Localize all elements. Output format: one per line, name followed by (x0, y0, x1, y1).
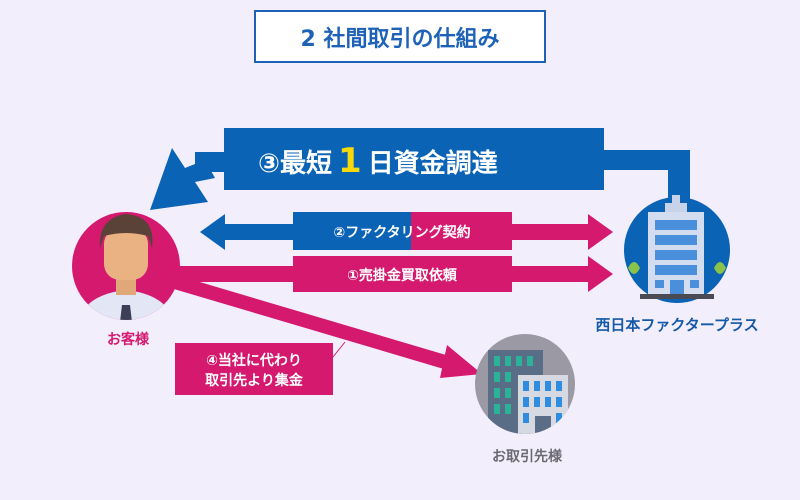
client-building-icon (475, 334, 575, 434)
company-label: 西日本ファクタープラス (595, 316, 758, 334)
step2-label: ②ファクタリング契約 (333, 224, 470, 241)
step1-label: ①売掛金買取依頼 (347, 267, 458, 284)
company-building-icon (624, 195, 730, 303)
step3-label-suffix: 日資金調達 (368, 148, 498, 179)
title-box: 2 社間取引の仕組み (254, 10, 546, 63)
step2-arrow: ②ファクタリング契約 (200, 212, 613, 250)
step3-label-number: 1 (338, 141, 362, 181)
customer-avatar-icon (72, 212, 180, 320)
step3-label-prefix: ③最短 (258, 149, 332, 179)
step1-arrow: ①売掛金買取依頼 (170, 256, 613, 292)
page-title: 2 社間取引の仕組み (301, 26, 500, 52)
customer-label: お客様 (107, 331, 150, 348)
step4-label-line2: 取引先より集金 (205, 372, 304, 389)
step4-arrow: ④当社に代わり 取引先より集金 (173, 275, 482, 395)
client-label: お取引先様 (492, 448, 563, 465)
step4-label-line1: ④当社に代わり (206, 352, 302, 369)
